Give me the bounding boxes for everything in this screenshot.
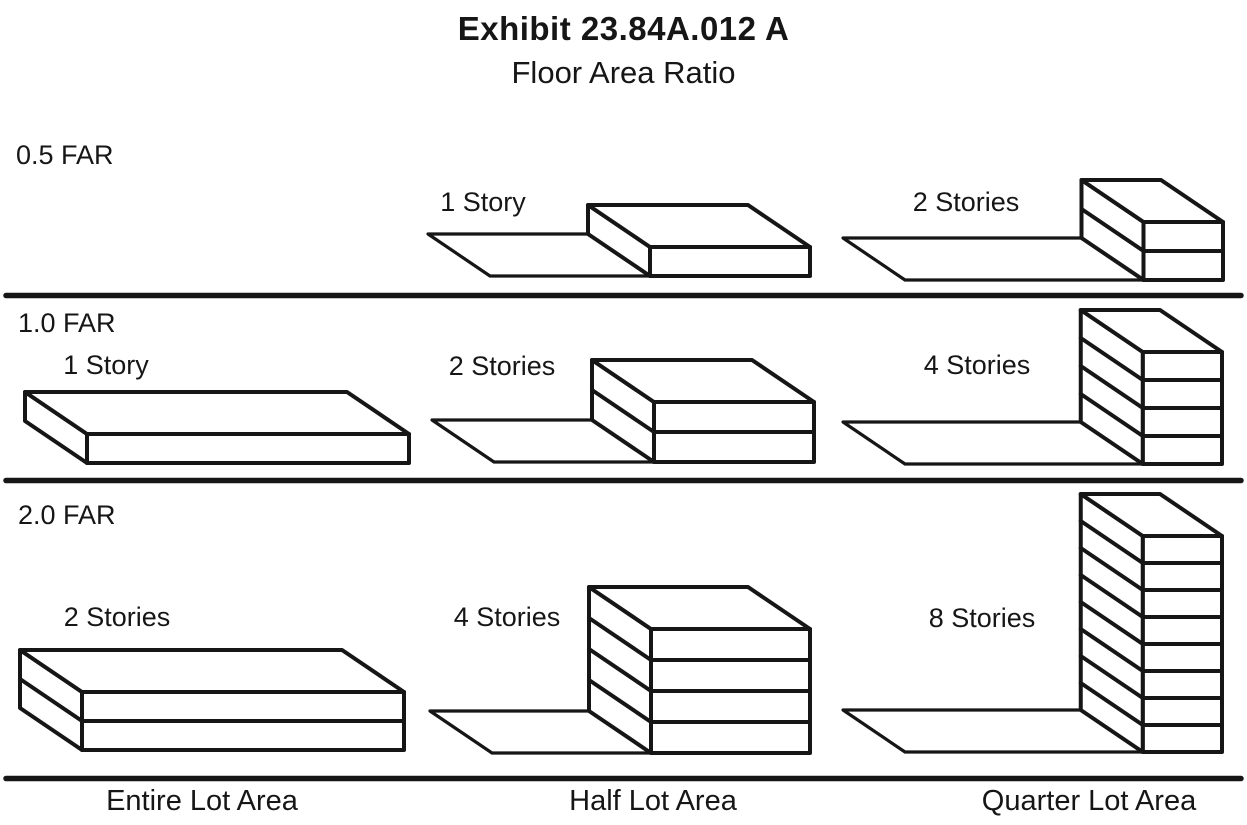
far-diagram-r2c2 <box>430 358 816 464</box>
story-label-r2-quarter: 4 Stories <box>923 350 1031 380</box>
lot-outline <box>841 708 1145 754</box>
building-top-face <box>1079 178 1225 224</box>
far-diagram-r2c1 <box>23 390 411 465</box>
building-top-face <box>23 390 411 436</box>
building-top-face <box>1078 308 1224 354</box>
far-diagram-r1c3 <box>841 178 1225 282</box>
exhibit-title: Exhibit 23.84A.012 A <box>457 10 790 47</box>
far-diagram-r3c2 <box>428 585 812 755</box>
story-line <box>1078 392 1224 438</box>
story-line <box>1079 207 1225 253</box>
far-label-2.0: 2.0 FAR <box>18 500 116 530</box>
story-line <box>1078 336 1224 382</box>
story-line <box>1078 364 1224 410</box>
far-diagram-r2c3 <box>841 308 1224 466</box>
story-label-r2-entire: 1 Story <box>63 350 149 380</box>
story-line <box>587 678 812 724</box>
far-label-0.5: 0.5 FAR <box>16 140 114 170</box>
lot-outline <box>428 709 653 755</box>
lot-outline <box>426 232 652 278</box>
story-label-r3-entire: 2 Stories <box>63 602 171 632</box>
story-label-r3-quarter: 8 Stories <box>928 603 1036 633</box>
far-diagram-r1c2 <box>426 203 812 278</box>
story-line <box>1078 600 1224 646</box>
story-line <box>587 647 812 693</box>
story-label-r2-half: 2 Stories <box>448 351 556 381</box>
story-line <box>1078 627 1224 673</box>
building-top-face <box>590 358 816 404</box>
far-diagram-r3c1 <box>18 648 406 752</box>
story-label-r3-half: 4 Stories <box>453 602 561 632</box>
building-top-face <box>18 648 406 694</box>
building-top-face <box>586 203 812 249</box>
story-label-r1-quarter: 2 Stories <box>912 187 1020 217</box>
story-line <box>1078 519 1224 565</box>
far-diagram-r3c3 <box>841 492 1224 754</box>
column-label-entire-lot: Entire Lot Area <box>106 785 298 817</box>
building-front-face <box>85 432 411 465</box>
story-label-r1-half: 1 Story <box>440 187 526 217</box>
story-line <box>1078 546 1224 592</box>
far-label-1.0: 1.0 FAR <box>18 308 116 338</box>
story-line <box>587 616 812 662</box>
lot-outline <box>841 420 1145 466</box>
story-line <box>1078 573 1224 619</box>
column-label-half-lot: Half Lot Area <box>569 785 737 817</box>
building-top-face <box>587 585 812 631</box>
lot-outline <box>430 418 656 464</box>
lot-outline <box>841 236 1146 282</box>
story-line <box>18 677 406 723</box>
building-front-face <box>648 245 812 278</box>
column-label-quarter-lot: Quarter Lot Area <box>981 785 1197 817</box>
story-line <box>1078 681 1224 727</box>
building-top-face <box>1078 492 1224 538</box>
story-line <box>1078 654 1224 700</box>
exhibit-subtitle: Floor Area Ratio <box>511 55 736 90</box>
story-line <box>590 388 816 434</box>
